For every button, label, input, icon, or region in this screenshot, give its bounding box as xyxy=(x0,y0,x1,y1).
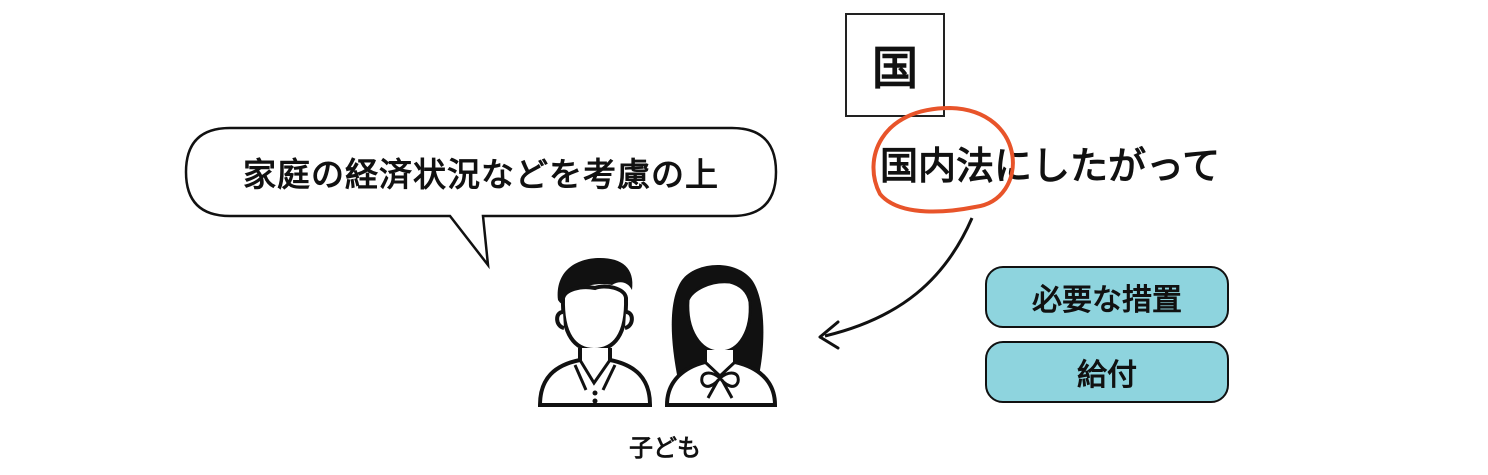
country-label: 国 xyxy=(872,41,918,95)
benefits-label: 給付 xyxy=(1077,358,1137,393)
children-label: 子ども xyxy=(629,434,701,462)
necessary-measures-label: 必要な措置 xyxy=(1032,283,1182,318)
speech-bubble-text: 家庭の経済状況などを考慮の上 xyxy=(243,155,719,194)
necessary-measures-pill: 必要な措置 xyxy=(985,266,1229,328)
benefits-pill: 給付 xyxy=(985,341,1229,403)
domestic-law-text: 国内法にしたがって xyxy=(880,144,1221,188)
country-box: 国 xyxy=(845,13,945,117)
